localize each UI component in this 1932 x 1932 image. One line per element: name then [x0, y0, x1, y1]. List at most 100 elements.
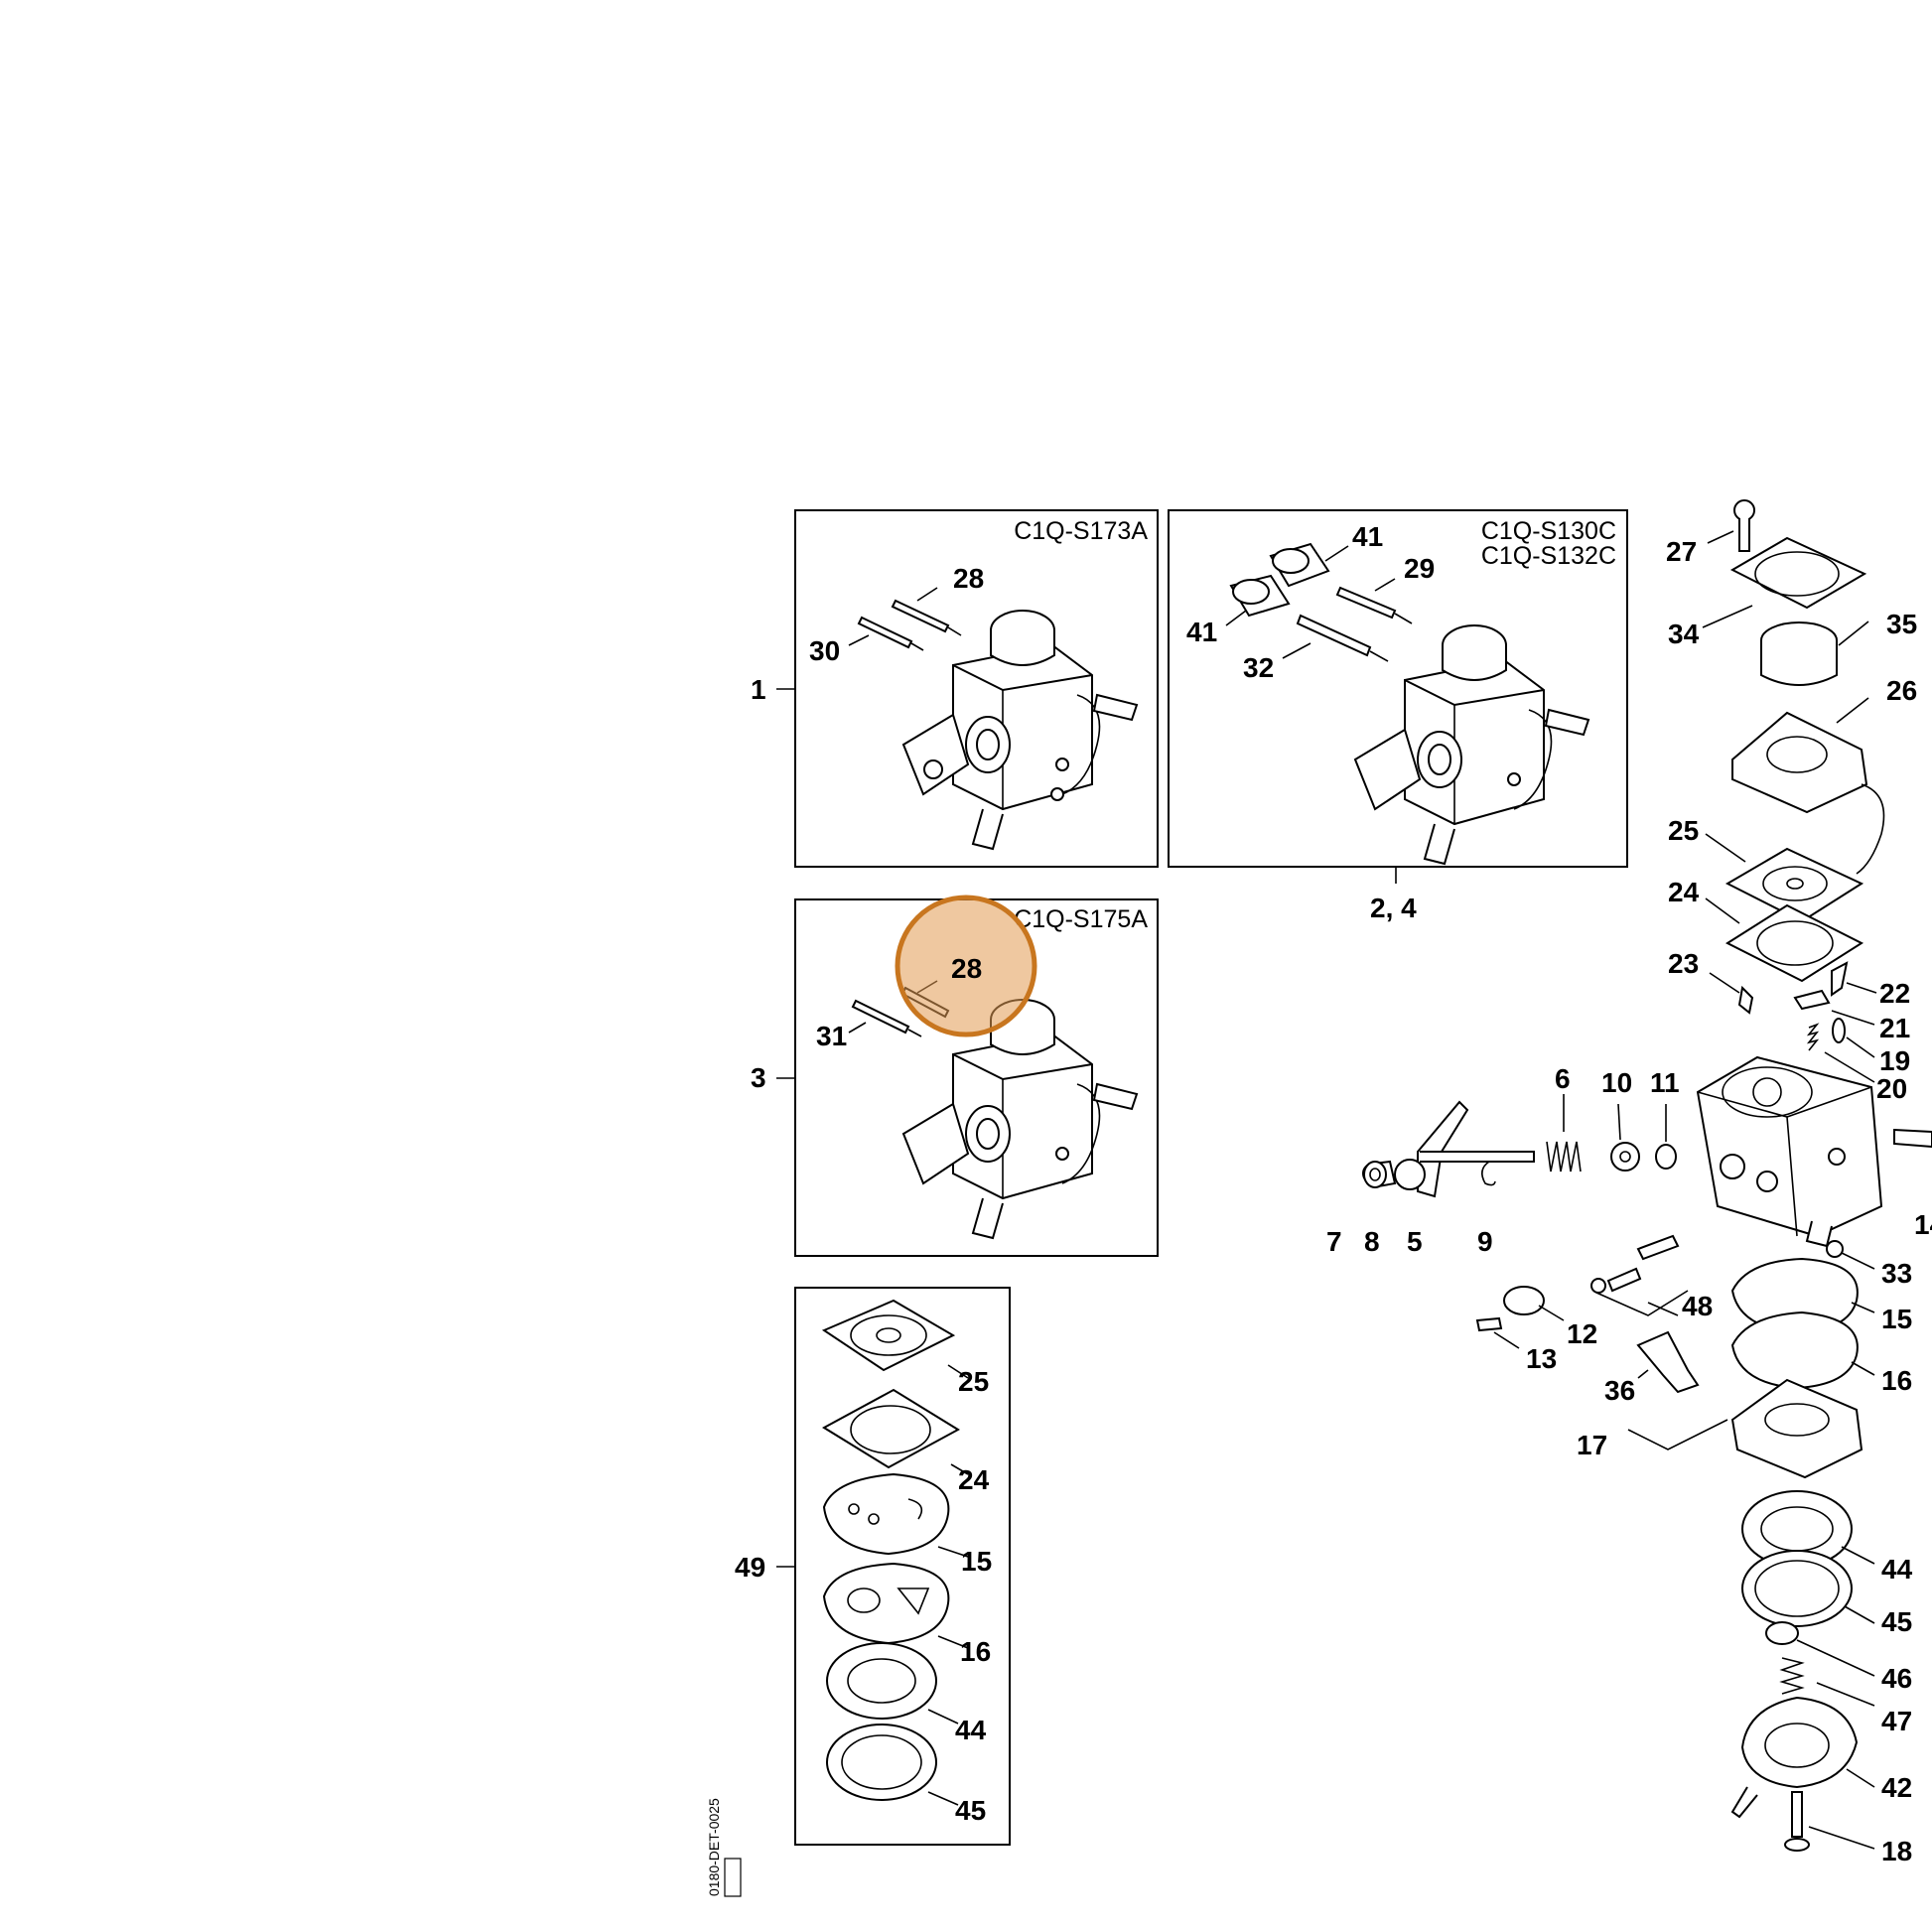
callout-1: 1 [751, 674, 766, 705]
drawing-code: 0180-DET-0025 [706, 1798, 742, 1897]
callout-14: 14 [1914, 1209, 1932, 1240]
callout-42: 42 [1881, 1772, 1912, 1803]
screw-29-box2 [1335, 586, 1413, 624]
gasket-25 [1725, 847, 1864, 923]
gasket-45-kit [826, 1724, 937, 1801]
screen-33 [1826, 1240, 1844, 1258]
callout-25-kit: 25 [958, 1366, 989, 1397]
pump-body-17 [1730, 1378, 1863, 1479]
screw-31-box3 [851, 999, 922, 1037]
housing-42 [1730, 1696, 1859, 1819]
variant-box-3[interactable]: C1Q-S175A 31 [794, 898, 1159, 1257]
carburetor-drawing-box1 [901, 610, 1139, 851]
callout-41-upper: 41 [1352, 521, 1383, 552]
washer-8b [1363, 1161, 1387, 1188]
callout-16: 16 [1881, 1365, 1912, 1396]
callout-8: 8 [1364, 1226, 1380, 1257]
callout-48: 48 [1682, 1291, 1713, 1321]
screw-13 [1475, 1316, 1503, 1332]
cover-26 [1731, 711, 1885, 875]
gasket-44-kit [826, 1642, 937, 1720]
svg-text:0180-DET-0025: 0180-DET-0025 [706, 1798, 722, 1896]
carburetor-drawing-box3 [901, 999, 1139, 1240]
callout-20: 20 [1876, 1073, 1907, 1104]
exploded-callouts: 27 34 35 26 25 24 23 22 21 19 20 6 10 11… [1326, 536, 1932, 1866]
callout-35: 35 [1886, 609, 1917, 639]
callout-15: 15 [1881, 1304, 1912, 1334]
spring-47 [1779, 1657, 1805, 1695]
carburetor-body [1696, 1055, 1883, 1248]
callout-30-box1: 30 [809, 635, 840, 666]
callout-34: 34 [1668, 619, 1700, 649]
callout-25: 25 [1668, 815, 1699, 846]
gasket-15-kit [822, 1472, 950, 1556]
pin-19 [1832, 1018, 1846, 1043]
callout-28-box1: 28 [953, 563, 984, 594]
callout-10: 10 [1601, 1067, 1632, 1098]
callout-26: 26 [1886, 675, 1917, 706]
model-label-box2-line2: C1Q-S132C [1481, 542, 1616, 570]
gasket-34 [1729, 536, 1867, 610]
model-label-box1: C1Q-S173A [1014, 517, 1148, 545]
gasket-24 [1725, 903, 1864, 983]
screw-32-box2 [1296, 614, 1389, 662]
callout-5: 5 [1407, 1226, 1423, 1257]
callout-24-kit: 24 [958, 1464, 990, 1495]
callout-23: 23 [1668, 948, 1699, 979]
screw-30-box1 [857, 616, 924, 651]
shaft-14 [1893, 1128, 1932, 1149]
exploded-view [1362, 499, 1932, 1852]
callout-21: 21 [1879, 1013, 1910, 1043]
gasket-kit-box[interactable]: 25 24 15 16 44 45 [794, 1287, 1011, 1846]
callout-22: 22 [1879, 978, 1910, 1009]
callout-24: 24 [1668, 877, 1700, 907]
callout-33: 33 [1881, 1258, 1912, 1289]
callout-15-kit: 15 [961, 1546, 992, 1577]
callout-46: 46 [1881, 1663, 1912, 1694]
callout-32-box2: 32 [1243, 652, 1274, 683]
callout-13: 13 [1526, 1343, 1557, 1374]
plate-12 [1503, 1286, 1545, 1315]
callout-2-4: 2, 4 [1370, 893, 1417, 923]
callout-12: 12 [1567, 1318, 1597, 1349]
callout-49: 49 [735, 1552, 765, 1583]
callout-41-lower: 41 [1186, 617, 1217, 647]
c-clip-9 [1481, 1161, 1496, 1186]
limiter-cap-41-upper [1269, 542, 1330, 588]
disc-46 [1765, 1621, 1799, 1645]
callout-19: 19 [1879, 1045, 1910, 1076]
screw-27 [1733, 499, 1755, 552]
arm-21 [1793, 989, 1831, 1011]
pin-22 [1831, 961, 1849, 997]
variant-box-1[interactable]: C1Q-S173A 28 [794, 509, 1159, 868]
callout-44: 44 [1881, 1554, 1913, 1585]
screw-28-box1 [891, 599, 962, 636]
callout-45-kit: 45 [955, 1795, 986, 1826]
gasket-16 [1730, 1311, 1859, 1390]
gasket-25-kit [821, 1299, 956, 1372]
callout-45: 45 [1881, 1606, 1912, 1637]
variant-box-2[interactable]: C1Q-S130C C1Q-S132C [1168, 509, 1628, 868]
callout-27: 27 [1666, 536, 1697, 567]
callout-44-kit: 44 [955, 1715, 987, 1745]
washer-10 [1610, 1142, 1640, 1172]
highlight-marker-28[interactable]: 28 [895, 895, 1037, 1037]
callout-3: 3 [751, 1062, 766, 1093]
callout-11: 11 [1650, 1067, 1680, 1098]
valve-36 [1636, 1330, 1700, 1394]
callout-47: 47 [1881, 1706, 1912, 1736]
callout-28-highlighted: 28 [951, 953, 982, 984]
screws-48 [1590, 1234, 1680, 1294]
callout-16-kit: 16 [960, 1636, 991, 1667]
callout-18: 18 [1881, 1836, 1912, 1866]
spring-6 [1546, 1141, 1582, 1173]
callout-17: 17 [1577, 1430, 1607, 1460]
primer-bulb-35 [1760, 621, 1838, 686]
callout-36: 36 [1604, 1375, 1635, 1406]
model-label-box3: C1Q-S175A [1014, 905, 1148, 933]
gasket-24-kit [822, 1388, 960, 1469]
ring-11 [1655, 1144, 1677, 1170]
spring-20 [1806, 1023, 1820, 1051]
callout-29-box2: 29 [1404, 553, 1435, 584]
